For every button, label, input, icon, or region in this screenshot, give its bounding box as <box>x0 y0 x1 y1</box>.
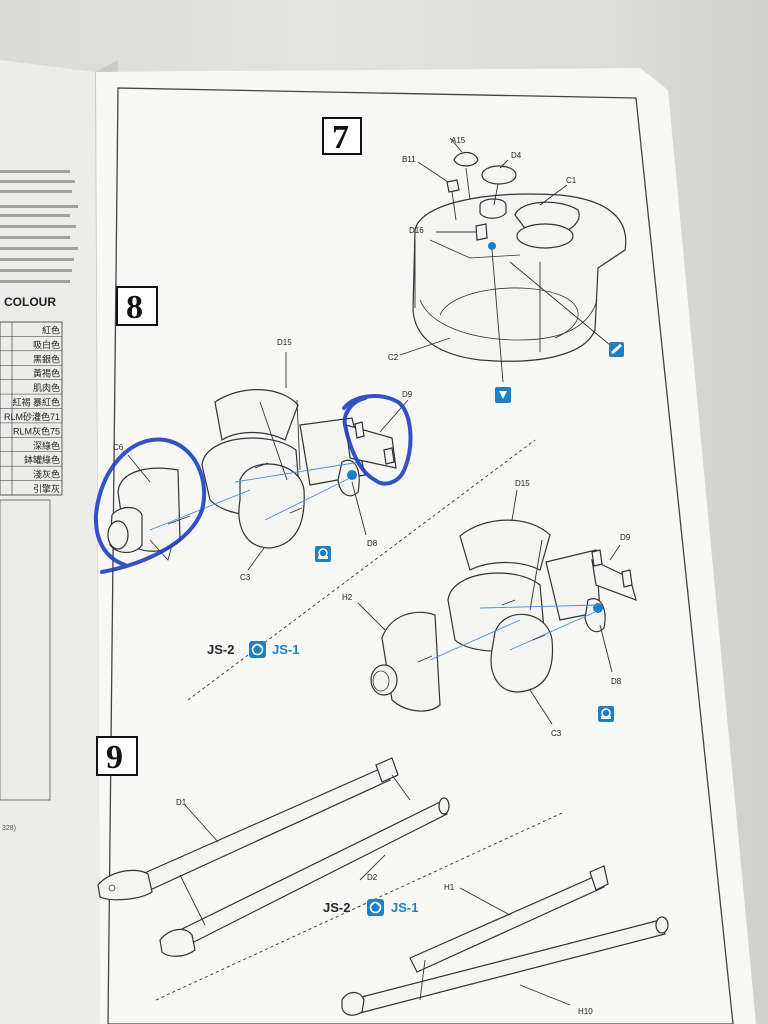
colour-row: RLM砂灌色71 <box>4 411 60 422</box>
label-c3-b: C3 <box>551 729 562 738</box>
colour-row: 淺灰色 <box>33 469 60 480</box>
label-c3-a: C3 <box>240 573 251 582</box>
glue-icon <box>598 706 614 722</box>
colour-row: 紅褐 暴紅色 <box>12 397 60 408</box>
label-c2: C2 <box>388 353 399 362</box>
label-d15-b: D15 <box>515 479 530 488</box>
colour-row: 鉢罐綠色 <box>24 454 60 465</box>
highlight-scribble-d9 <box>342 394 413 486</box>
label-d9-b: D9 <box>620 533 631 542</box>
glue-icon <box>315 546 331 562</box>
left-footnote: 328) <box>2 825 16 832</box>
colour-row: 肌肉色 <box>33 382 60 393</box>
paint-icon <box>609 342 624 357</box>
step-9-number: 9 <box>106 739 123 776</box>
paper-sheet <box>96 68 756 1024</box>
label-d4: D4 <box>511 151 522 160</box>
label-d15-a: D15 <box>277 338 292 347</box>
glue-icon <box>495 387 511 403</box>
colour-row: RLM灰色75 <box>13 425 60 436</box>
colour-row: 引擎灰 <box>33 483 60 494</box>
label-d2: D2 <box>367 873 378 882</box>
highlight-scribble-c6 <box>93 437 207 574</box>
colour-row: 黑銀色 <box>33 353 60 364</box>
label-d8-a: D8 <box>367 539 378 548</box>
step-8: 8 D15 D9 C6 D8 C3 <box>93 286 637 738</box>
label-d8-b: D8 <box>611 677 622 686</box>
label-d9-a: D9 <box>402 390 413 399</box>
step-7: 7 A15 B11 D4 C1 D16 C2 <box>322 117 627 403</box>
swap-icon <box>249 641 266 658</box>
label-d1: D1 <box>176 798 187 807</box>
colour-row: 吸白色 <box>33 339 60 350</box>
label-a15: A15 <box>451 136 466 145</box>
label-h2: H2 <box>342 593 353 602</box>
step-9: 9 D1 D2 H1 H10 JS-2 <box>96 736 669 1016</box>
label-c1: C1 <box>566 176 577 185</box>
colour-header: COLOUR <box>4 295 56 309</box>
label-c6: C6 <box>113 443 124 452</box>
variant-js1-step9: JS-1 <box>391 900 418 915</box>
colour-row: 紅色 <box>42 324 60 335</box>
swap-icon <box>367 899 384 916</box>
colour-row: 深綠色 <box>33 440 60 451</box>
variant-js2: JS-2 <box>207 642 234 657</box>
step-8-number: 8 <box>126 289 143 326</box>
step-7-number: 7 <box>332 119 349 156</box>
label-h1: H1 <box>444 883 455 892</box>
variant-js2-step9: JS-2 <box>323 900 350 915</box>
variant-js1: JS-1 <box>272 642 299 657</box>
label-h10: H10 <box>578 1007 593 1016</box>
label-d16: D16 <box>409 226 424 235</box>
colour-row: 黃褐色 <box>33 368 60 379</box>
label-b11: B11 <box>402 155 416 164</box>
